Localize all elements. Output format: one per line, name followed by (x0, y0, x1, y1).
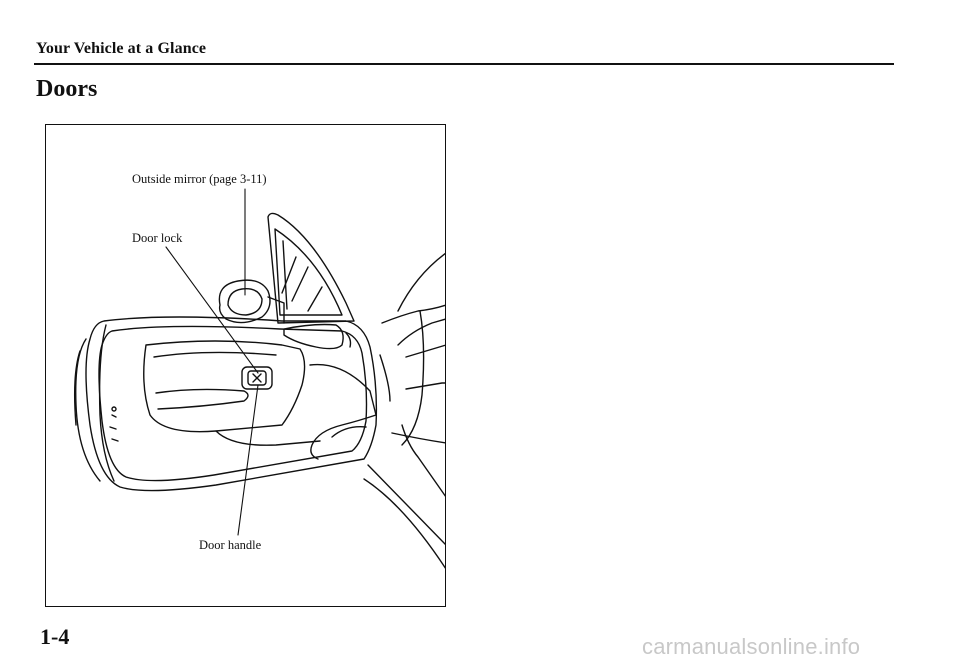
callout-outside-mirror: Outside mirror (page 3-11) (132, 172, 267, 186)
watermark: carmanualsonline.info (642, 634, 861, 659)
callout-leaders (165, 188, 259, 536)
window-frame (267, 212, 355, 324)
section-header: Your Vehicle at a Glance (36, 40, 207, 57)
callout-door-lock: Door lock (132, 231, 183, 245)
header-rule (34, 63, 894, 65)
page-title: Doors (36, 76, 98, 102)
page-number: 1-4 (40, 624, 70, 649)
callout-door-handle: Door handle (199, 538, 262, 552)
door-illustration (73, 188, 445, 569)
car-body (363, 252, 445, 569)
door-panel (73, 316, 378, 492)
door-illustration-figure: Outside mirror (page 3-11) Door lock Doo… (45, 124, 446, 607)
